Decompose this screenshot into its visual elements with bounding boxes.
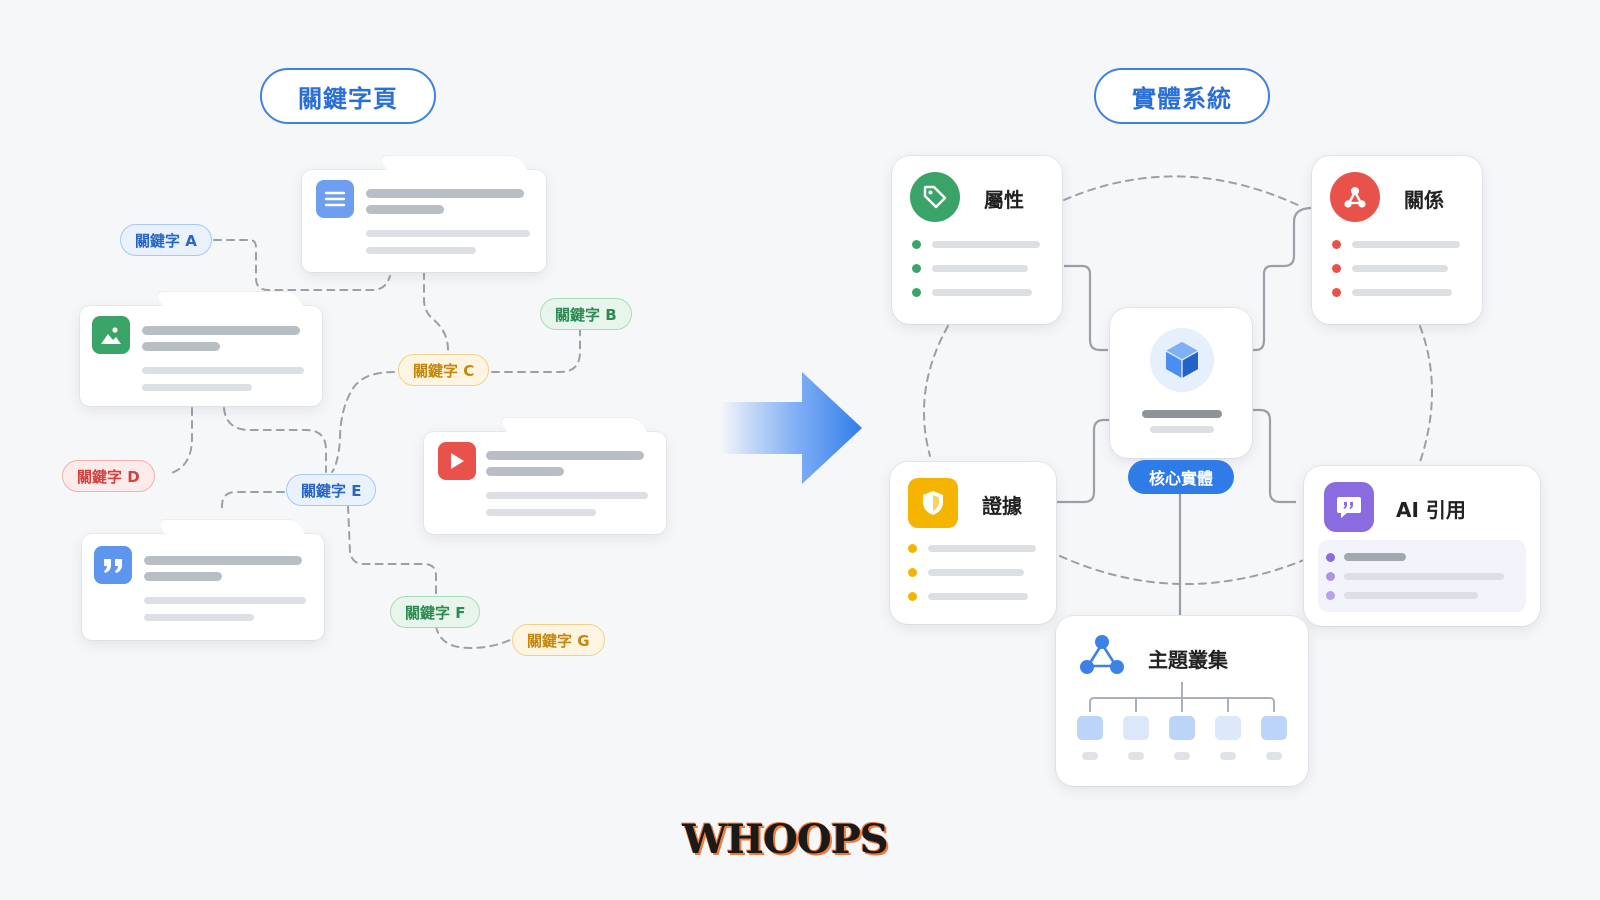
shield-icon (908, 478, 958, 528)
whoops-logo: WHOOPS (682, 815, 888, 863)
keyword-f: 關鍵字 F (390, 596, 481, 628)
transform-arrow-icon (720, 372, 862, 484)
entity-card-attributes: 屬性 (892, 156, 1062, 324)
play-icon (438, 442, 476, 480)
doc-card-image (80, 292, 322, 406)
chat-quote-icon (1324, 482, 1374, 532)
relations-title: 關係 (1404, 188, 1444, 212)
ai-citation-title: AI 引用 (1396, 498, 1466, 522)
right-section-title: 實體系統 (1094, 68, 1270, 124)
doc-card-quote (82, 520, 324, 640)
keyword-b: 關鍵字 B (540, 298, 632, 330)
entity-card-evidence: 證據 (890, 462, 1056, 624)
network-icon (1330, 172, 1380, 222)
keyword-e: 關鍵字 E (286, 474, 377, 506)
entity-card-relations: 關係 (1312, 156, 1482, 324)
keyword-a: 關鍵字 A (120, 224, 212, 256)
keyword-d: 關鍵字 D (62, 460, 155, 492)
attributes-title: 屬性 (984, 188, 1024, 212)
left-section-title: 關鍵字頁 (260, 68, 436, 124)
doc-card-video (424, 418, 666, 534)
keyword-g: 關鍵字 G (512, 624, 605, 656)
topic-cluster-title: 主題叢集 (1148, 648, 1228, 672)
quote-icon (94, 546, 132, 584)
tag-icon (910, 172, 960, 222)
cluster-tree (1077, 682, 1287, 760)
cluster-icon (1076, 632, 1128, 678)
cube-icon (1150, 328, 1214, 392)
entity-card-core (1110, 308, 1252, 458)
document-icon (316, 180, 354, 218)
image-icon (92, 316, 130, 354)
entity-card-topic-cluster: 主題叢集 (1056, 616, 1308, 786)
keyword-c: 關鍵字 C (398, 354, 490, 386)
doc-card-text (302, 156, 546, 272)
evidence-title: 證據 (982, 494, 1022, 518)
entity-card-ai-citation: AI 引用 (1304, 466, 1540, 626)
core-entity-badge: 核心實體 (1128, 460, 1234, 494)
